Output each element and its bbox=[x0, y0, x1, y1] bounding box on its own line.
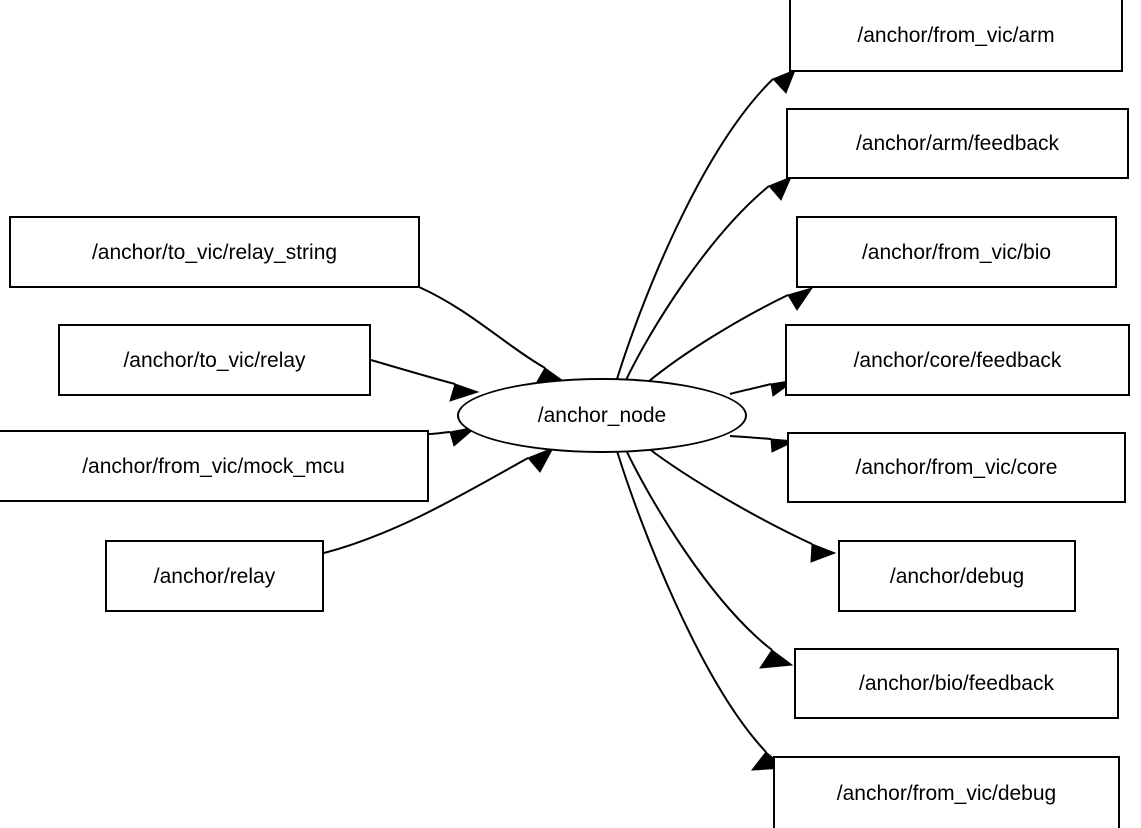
subscriber-node[interactable]: /anchor/from_vic/arm bbox=[789, 0, 1123, 72]
edge-line bbox=[647, 294, 789, 383]
subscriber-node-label: /anchor/from_vic/arm bbox=[857, 23, 1055, 47]
arrowhead-icon bbox=[449, 426, 478, 447]
arrowhead-icon bbox=[787, 287, 814, 311]
arrowhead-icon bbox=[810, 543, 837, 563]
outgoing-edge bbox=[616, 450, 787, 771]
subscriber-node-label: /anchor/bio/feedback bbox=[859, 672, 1054, 695]
edge-line bbox=[625, 185, 770, 381]
arrowhead-icon bbox=[772, 69, 796, 94]
edge-line bbox=[323, 457, 529, 554]
outgoing-edge bbox=[647, 287, 814, 383]
arrowhead-icon bbox=[527, 447, 555, 473]
subscriber-node[interactable]: /anchor/from_vic/core bbox=[787, 432, 1126, 503]
publisher-node[interactable]: /anchor/relay bbox=[105, 540, 324, 612]
arrowhead-icon bbox=[768, 176, 792, 201]
subscriber-node[interactable]: /anchor/debug bbox=[838, 540, 1076, 612]
outgoing-edge bbox=[729, 435, 797, 453]
edge-line bbox=[647, 447, 813, 545]
subscriber-node-label: /anchor/from_vic/bio bbox=[861, 240, 1052, 264]
outgoing-edge bbox=[616, 69, 796, 380]
subscriber-node[interactable]: /anchor/arm/feedback bbox=[786, 108, 1129, 179]
incoming-edge bbox=[418, 286, 568, 388]
edge-line bbox=[370, 359, 456, 385]
publisher-node-label: /anchor/from_vic/mock_mcu bbox=[82, 454, 345, 478]
subscriber-node-label: /anchor/debug bbox=[889, 564, 1025, 588]
edge-line bbox=[428, 431, 451, 435]
publisher-node-label: /anchor/relay bbox=[153, 564, 276, 588]
publisher-node[interactable]: /anchor/from_vic/mock_mcu bbox=[0, 430, 429, 502]
subscriber-node[interactable]: /anchor/core/feedback bbox=[785, 324, 1130, 396]
center-node-label: /anchor_node bbox=[537, 404, 667, 427]
edge-line bbox=[729, 383, 772, 395]
incoming-edge bbox=[428, 426, 478, 447]
subscriber-node-label: /anchor/from_vic/core bbox=[855, 456, 1058, 479]
edge-line bbox=[616, 78, 774, 380]
outgoing-edge bbox=[625, 449, 794, 669]
publisher-node-label: /anchor/to_vic/relay bbox=[123, 348, 306, 372]
publisher-node[interactable]: /anchor/to_vic/relay bbox=[58, 324, 371, 396]
arrowhead-icon bbox=[759, 649, 794, 669]
edge-line bbox=[418, 286, 546, 369]
subscriber-node[interactable]: /anchor/from_vic/debug bbox=[773, 756, 1120, 828]
edge-line bbox=[625, 449, 773, 651]
subscriber-node-label: /anchor/from_vic/debug bbox=[836, 781, 1057, 805]
outgoing-edge bbox=[625, 176, 792, 381]
incoming-edge bbox=[323, 447, 555, 554]
subscriber-node-label: /anchor/arm/feedback bbox=[855, 132, 1060, 155]
publisher-node[interactable]: /anchor/to_vic/relay_string bbox=[9, 216, 420, 288]
center-node-anchor-node[interactable]: /anchor_node bbox=[457, 378, 747, 453]
arrowhead-icon bbox=[449, 383, 480, 402]
subscriber-node-label: /anchor/core/feedback bbox=[853, 348, 1062, 372]
outgoing-edge bbox=[647, 447, 837, 563]
edge-line bbox=[729, 435, 772, 440]
edge-line bbox=[616, 450, 767, 753]
subscriber-node[interactable]: /anchor/bio/feedback bbox=[794, 648, 1119, 719]
subscriber-node[interactable]: /anchor/from_vic/bio bbox=[796, 216, 1117, 288]
incoming-edge bbox=[370, 359, 480, 402]
publisher-node-label: /anchor/to_vic/relay_string bbox=[91, 240, 338, 264]
